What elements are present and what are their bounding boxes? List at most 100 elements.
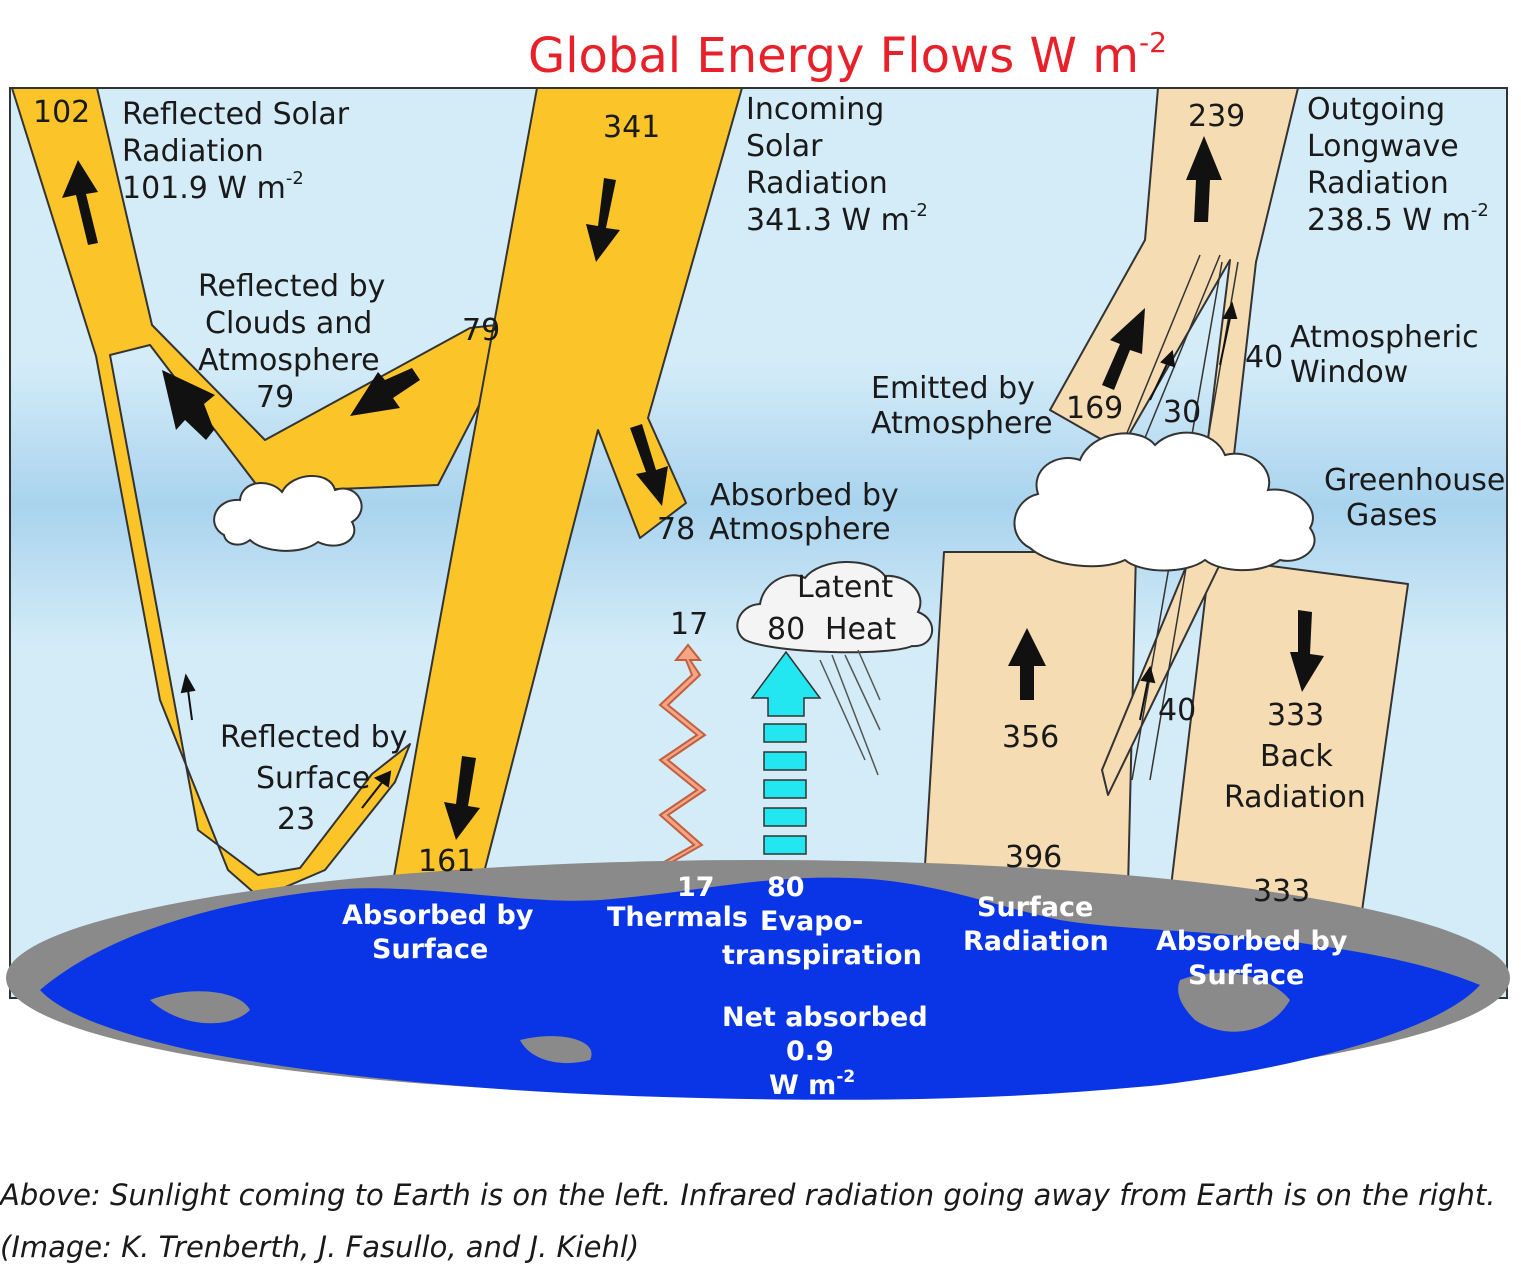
- atmospheric-window-label: Atmospheric Window: [1290, 320, 1479, 390]
- reflected-solar-label: Reflected Solar Radiation 101.9 W m-2: [122, 97, 350, 206]
- svg-text:78: 78: [657, 512, 695, 547]
- svg-text:Atmosphere: Atmosphere: [198, 343, 380, 378]
- arrow-down-incoming: [586, 178, 620, 262]
- svg-text:238.5 W m-2: 238.5 W m-2: [1307, 200, 1489, 238]
- incoming-solar-value: 341: [603, 110, 660, 145]
- svg-text:Atmospheric: Atmospheric: [1290, 320, 1479, 355]
- energy-flow-diagram: Global Energy Flows W m-2: [6, 26, 1510, 1101]
- svg-text:Reflected Solar: Reflected Solar: [122, 97, 350, 132]
- caption-line-1: Above: Sunlight coming to Earth is on th…: [0, 1178, 1496, 1212]
- svg-text:transpiration: transpiration: [722, 940, 922, 971]
- earth-land-a: [150, 991, 250, 1024]
- svg-text:Back: Back: [1260, 739, 1333, 774]
- arrow-up-outgoing: [1186, 136, 1222, 222]
- svg-text:Atmosphere: Atmosphere: [709, 512, 891, 547]
- reflected-clouds-value: 79: [462, 313, 500, 348]
- reflected-surface-label: Reflected by Surface 23: [220, 720, 407, 837]
- svg-text:Radiation: Radiation: [1307, 166, 1449, 201]
- svg-text:341.3 W m-2: 341.3 W m-2: [746, 200, 928, 238]
- svg-text:101.9 W m-2: 101.9 W m-2: [122, 168, 304, 206]
- svg-text:Longwave: Longwave: [1307, 129, 1459, 164]
- svg-text:Incoming: Incoming: [746, 92, 884, 127]
- svg-text:Emitted by: Emitted by: [871, 371, 1035, 406]
- svg-text:80: 80: [767, 872, 805, 903]
- cloud-latent: [736, 560, 934, 654]
- incoming-solar-band: [391, 87, 743, 889]
- svg-text:Surface: Surface: [977, 892, 1093, 923]
- svg-text:Absorbed by: Absorbed by: [710, 478, 899, 513]
- svg-text:Latent: Latent: [797, 570, 893, 605]
- outgoing-longwave-band: [1049, 87, 1299, 796]
- caption-line-2: (Image: K. Trenberth, J. Fasullo, and J.…: [0, 1230, 640, 1264]
- svg-text:Radiation: Radiation: [963, 926, 1109, 957]
- cloud-left: [213, 475, 363, 552]
- rain-lines: [819, 649, 881, 776]
- arrow-up-surface-rad: [1008, 628, 1046, 700]
- reflected-solar-value: 102: [33, 95, 90, 130]
- svg-text:Surface: Surface: [372, 934, 488, 965]
- incoming-solar-label: Incoming Solar Radiation 341.3 W m-2: [746, 92, 928, 238]
- svg-text:Atmosphere: Atmosphere: [871, 406, 1053, 441]
- back-radiation-base-value: 333: [1253, 874, 1310, 909]
- surface-radiation-inner-value: 356: [1002, 720, 1059, 755]
- earth-labels: Absorbed by Surface 17 Thermals 80 Evapo…: [342, 872, 1348, 1101]
- cloud-greenhouse: [1013, 431, 1316, 572]
- absorbed-atmosphere-label: Absorbed by 78 Atmosphere: [657, 478, 899, 547]
- earth-land-b: [1178, 972, 1290, 1032]
- outgoing-longwave-label: Outgoing Longwave Radiation 238.5 W m-2: [1307, 92, 1489, 238]
- flow-arrows: [62, 136, 1324, 840]
- svg-text:Clouds and: Clouds and: [205, 306, 372, 341]
- thermals-wave: [658, 643, 707, 863]
- svg-text:Radiation: Radiation: [746, 166, 888, 201]
- emitted-atmosphere-value: 169: [1066, 391, 1123, 426]
- surface-radiation-base-value: 396: [1005, 840, 1062, 875]
- arrow-left-clouds-2: [350, 368, 420, 416]
- back-radiation-label: 333 Back Radiation: [1224, 698, 1366, 815]
- svg-text:W m-2: W m-2: [769, 1067, 855, 1101]
- thin-arrows: [180, 301, 1238, 809]
- svg-text:Greenhouse: Greenhouse: [1324, 463, 1505, 498]
- emitted-atmosphere-label: Emitted by Atmosphere: [871, 371, 1053, 441]
- greenhouse-gases-label: Greenhouse Gases: [1324, 463, 1505, 533]
- diagram-title: Global Energy Flows W m-2: [528, 26, 1167, 84]
- svg-text:Outgoing: Outgoing: [1307, 92, 1445, 127]
- svg-text:Net absorbed: Net absorbed: [722, 1002, 928, 1033]
- svg-text:Reflected by: Reflected by: [220, 720, 407, 755]
- absorbed-surface-value: 161: [418, 844, 475, 879]
- earth-surface: [6, 860, 1510, 1100]
- svg-text:Reflected by: Reflected by: [198, 269, 385, 304]
- svg-text:Window: Window: [1290, 355, 1408, 390]
- arrow-down-absorbed-atm: [630, 424, 668, 506]
- svg-text:Absorbed by: Absorbed by: [342, 900, 534, 931]
- svg-text:17: 17: [677, 872, 715, 903]
- svg-text:Heat: Heat: [825, 612, 896, 647]
- latent-heat-label: Latent 80 Heat: [767, 570, 896, 647]
- svg-text:Gases: Gases: [1346, 498, 1437, 533]
- arrow-down-surface: [444, 756, 480, 840]
- window-upper-value: 40: [1245, 340, 1283, 375]
- svg-text:Radiation: Radiation: [122, 134, 264, 169]
- svg-text:0.9: 0.9: [786, 1036, 834, 1067]
- window-from-atm-value: 30: [1163, 395, 1201, 430]
- arrow-up-reflected: [62, 160, 98, 245]
- svg-text:Surface: Surface: [256, 761, 370, 796]
- svg-text:23: 23: [277, 802, 315, 837]
- arrow-up-emitted: [1102, 308, 1145, 390]
- solar-flows: [11, 87, 743, 899]
- svg-text:333: 333: [1267, 698, 1324, 733]
- reflected-solar-band: [11, 87, 523, 899]
- svg-text:Evapo-: Evapo-: [760, 906, 863, 937]
- svg-text:79: 79: [256, 380, 294, 415]
- arrow-left-clouds: [162, 370, 215, 440]
- arrow-down-back-rad: [1290, 610, 1324, 692]
- svg-text:Surface: Surface: [1188, 960, 1304, 991]
- earth-land-c: [520, 1036, 592, 1064]
- svg-text:Absorbed by: Absorbed by: [1156, 926, 1348, 957]
- svg-text:Thermals: Thermals: [607, 902, 748, 933]
- svg-text:Solar: Solar: [746, 129, 823, 164]
- reflected-clouds-label: Reflected by Clouds and Atmosphere 79: [198, 269, 385, 415]
- window-lower-value: 40: [1158, 693, 1196, 728]
- thermals-top-value: 17: [670, 607, 708, 642]
- outgoing-longwave-value: 239: [1188, 99, 1245, 134]
- svg-text:80: 80: [767, 612, 805, 647]
